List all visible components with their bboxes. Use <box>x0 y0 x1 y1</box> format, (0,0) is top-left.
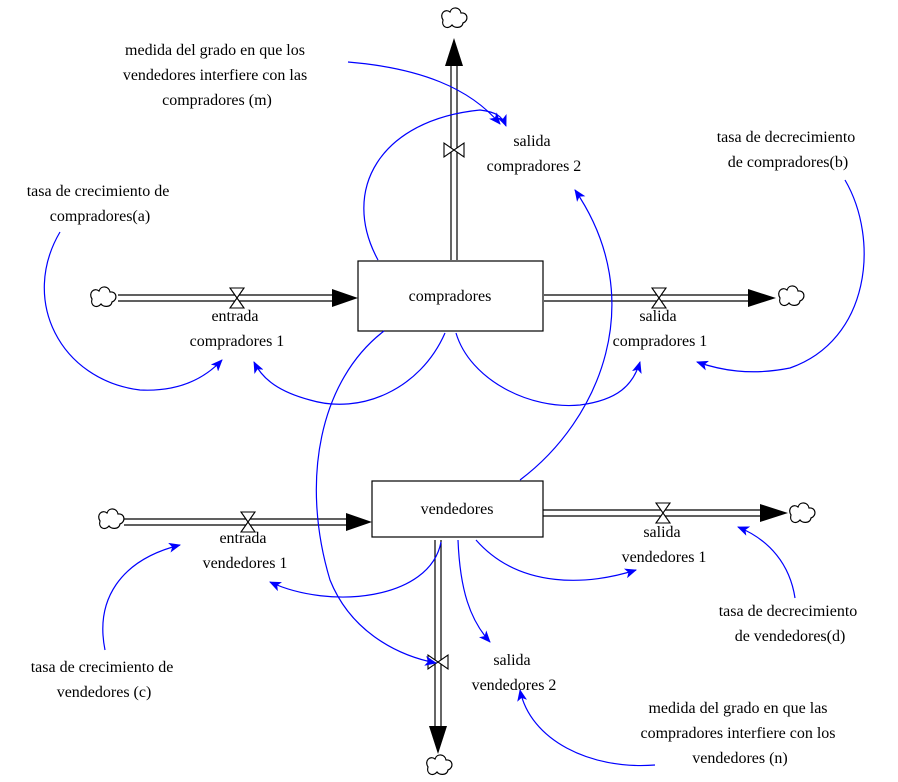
link-c-to-entrada-vendedores-1 <box>102 542 181 651</box>
link-vendedores-to-entrada-vendedores-1 <box>269 541 442 598</box>
cloud-icon <box>98 508 125 530</box>
link-n-to-salida-vendedores-2 <box>517 689 656 767</box>
cloud-icon <box>441 7 468 29</box>
arrowhead-icon <box>445 38 463 66</box>
valve-icon <box>443 141 465 159</box>
arrowhead-icon <box>332 289 358 307</box>
arrowhead-icon <box>346 513 372 531</box>
param-d-label: tasa de decrecimiento de vendedores(d) <box>719 603 862 645</box>
stock-compradores-box[interactable] <box>357 260 544 332</box>
flow-salida-compradores-2-label: salida compradores 2 <box>487 133 582 175</box>
link-b-to-salida-compradores-1 <box>696 179 865 373</box>
arrowhead-icon <box>429 726 447 754</box>
pipe-salida-compradores-2 <box>450 62 458 260</box>
cloud-icon <box>90 286 117 308</box>
link-m-to-salida-compradores-2 <box>347 61 501 125</box>
stock-vendedores-box[interactable] <box>371 480 544 538</box>
link-compradores-to-salida-vendedores-2 <box>315 330 437 666</box>
param-a-label: tasa de crecimiento de compradores(a) <box>27 183 174 225</box>
link-compradores-to-entrada-compradores-1 <box>253 332 446 405</box>
link-a-to-entrada-compradores-1 <box>43 231 223 391</box>
cloud-icon <box>778 285 805 307</box>
pipe-salida-vendedores-2 <box>434 540 442 730</box>
pipe-entrada-compradores-1 <box>118 294 336 302</box>
stock-vendedores-label: vendedores <box>421 501 494 518</box>
flow-salida-vendedores-2-label: salida vendedores 2 <box>472 652 557 694</box>
stock-compradores-label: compradores <box>409 288 492 305</box>
cloud-icon <box>789 502 816 524</box>
link-compradores-to-salida-compradores-1 <box>455 332 642 407</box>
pipe-entrada-vendedores-1 <box>124 518 350 526</box>
link-d-to-salida-vendedores-1 <box>737 526 796 599</box>
param-m-label: medida del grado en que los vendedores i… <box>123 42 311 109</box>
arrowhead-icon <box>760 504 788 522</box>
valve-icon <box>650 287 668 309</box>
flow-salida-vendedores-1-label: salida vendedores 1 <box>622 524 707 566</box>
pipe-salida-compradores-1 <box>544 294 752 302</box>
param-b-label: tasa de decrecimiento de compradores(b) <box>717 129 860 171</box>
cloud-icon <box>426 754 453 776</box>
valve-icon <box>654 502 672 524</box>
link-vendedores-to-salida-compradores-2 <box>519 189 613 481</box>
link-vendedores-to-salida-vendedores-1 <box>475 539 637 581</box>
valve-icon <box>228 287 246 309</box>
param-n-label: medida del grado en que las compradores … <box>640 700 839 767</box>
flow-entrada-compradores-1-label: entrada compradores 1 <box>190 308 285 350</box>
param-c-label: tasa de crecimiento de vendedores (c) <box>31 659 178 701</box>
flow-entrada-vendedores-1-label: entrada vendedores 1 <box>203 530 288 572</box>
valve-icon <box>239 511 257 533</box>
flow-salida-compradores-1-label: salida compradores 1 <box>613 308 708 350</box>
arrowhead-icon <box>748 289 776 307</box>
link-compradores-to-salida-compradores-2 <box>363 109 507 261</box>
pipe-salida-vendedores-1 <box>543 509 764 517</box>
link-vendedores-to-salida-vendedores-2 <box>457 539 491 643</box>
